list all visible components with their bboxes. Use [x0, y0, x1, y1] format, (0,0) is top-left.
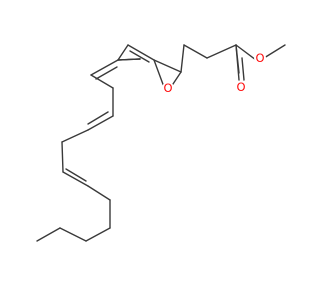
bond — [90, 59, 119, 76]
bond — [153, 59, 182, 73]
epoxide-oxygen-label: O — [163, 81, 172, 95]
double-bond-inner — [95, 66, 118, 80]
bond — [235, 44, 240, 81]
bond — [183, 44, 208, 59]
chemical-structure-diagram: O O O — [36, 44, 286, 242]
bond — [241, 57, 245, 81]
bond — [61, 141, 64, 173]
bond — [117, 44, 129, 61]
double-bond-inner — [129, 50, 150, 63]
bond — [127, 44, 155, 61]
ester-chain — [180, 44, 286, 81]
bond — [206, 44, 237, 59]
double-bond-inner — [65, 168, 87, 182]
bond — [180, 44, 185, 73]
bond — [61, 129, 89, 143]
bond — [85, 227, 111, 242]
atom-ester-oxygen: O — [254, 51, 266, 65]
polyene-chain — [61, 58, 141, 187]
bond — [90, 74, 114, 89]
bond — [153, 59, 165, 88]
bond — [36, 227, 61, 242]
cis-alkene — [117, 44, 155, 63]
bond — [59, 227, 87, 242]
bond — [235, 44, 257, 61]
bond — [87, 115, 114, 131]
bond — [87, 185, 111, 201]
carbonyl-oxygen-label: O — [236, 80, 245, 94]
ester-oxygen-label: O — [255, 51, 264, 65]
bond — [117, 58, 141, 61]
alkyl-tail — [36, 185, 111, 242]
double-bond-inner — [87, 111, 109, 125]
atom-carbonyl-oxygen: O — [235, 80, 247, 94]
bond — [263, 44, 286, 59]
atom-epoxide-oxygen: O — [162, 81, 174, 95]
bond — [62, 171, 89, 187]
